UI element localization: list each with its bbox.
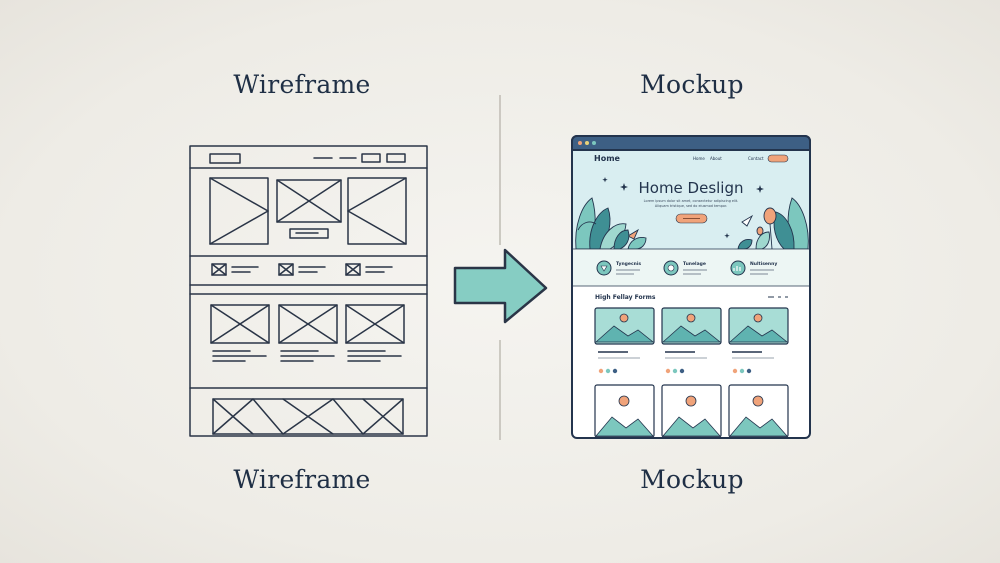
mockup-card-4[interactable]	[594, 384, 655, 438]
mockup-feature-2: Tunelage	[663, 260, 707, 276]
mockup-hero-title: Home Deslign	[638, 179, 743, 197]
arrow-right-icon	[453, 248, 548, 324]
mockup-nav-link-home[interactable]: Home	[693, 156, 705, 161]
mockup-hero-foliage-left	[575, 197, 647, 250]
wireframe-title-top: Wireframe	[233, 70, 371, 99]
wireframe-card-grid	[210, 304, 405, 362]
mockup-nav-cta-button[interactable]	[767, 154, 789, 163]
sparkle-icons	[602, 177, 764, 239]
wireframe-frame	[189, 145, 428, 437]
mockup-card-3[interactable]	[728, 307, 789, 374]
shield-icon	[600, 265, 608, 272]
bar-chart-icon	[733, 266, 741, 271]
mockup-feature-3-label: Nultisenny	[750, 261, 777, 267]
wireframe-title-bottom: Wireframe	[233, 465, 371, 494]
mockup-feature-1-label: Tyngecnis	[616, 261, 641, 267]
wireframe-sketch	[189, 145, 428, 437]
mockup-feature-1: Tyngecnis	[596, 260, 641, 276]
mockup-feature-2-label: Tunelage	[683, 261, 706, 267]
mockup-card-1[interactable]	[594, 307, 655, 374]
mockup-nav-brand[interactable]: Home	[594, 154, 621, 163]
wireframe-nav	[209, 153, 406, 164]
mockup-nav-link-contact[interactable]: Contact	[748, 156, 764, 161]
mockup-hero-foliage-right	[737, 197, 809, 250]
mockup-card-5[interactable]	[661, 384, 722, 438]
window-minimize-icon	[585, 141, 589, 145]
mockup-window: Home Home About Contact Home Deslign Lor…	[571, 135, 811, 439]
window-maximize-icon	[592, 141, 596, 145]
wireframe-hero	[209, 177, 407, 245]
mockup-title-bottom: Mockup	[640, 465, 744, 494]
wireframe-feature-row	[211, 263, 393, 276]
target-icon	[667, 264, 675, 272]
wireframe-footer	[212, 398, 404, 435]
mockup-title-top: Mockup	[640, 70, 744, 99]
mockup-hero-text-2: Aliquam tristique, sed do eiusmod tempor…	[655, 204, 727, 208]
mockup-card-6[interactable]	[728, 384, 789, 438]
mockup-feature-3: Nultisenny	[730, 260, 777, 276]
mockup-card-2[interactable]	[661, 307, 722, 374]
mockup-hero-text-1: Lorem ipsum dolor sit amet, consectetur …	[644, 199, 739, 203]
window-close-icon	[578, 141, 582, 145]
mockup-section-title: High Fellay Forms	[595, 294, 656, 301]
mockup-nav-link-about[interactable]: About	[710, 156, 722, 161]
